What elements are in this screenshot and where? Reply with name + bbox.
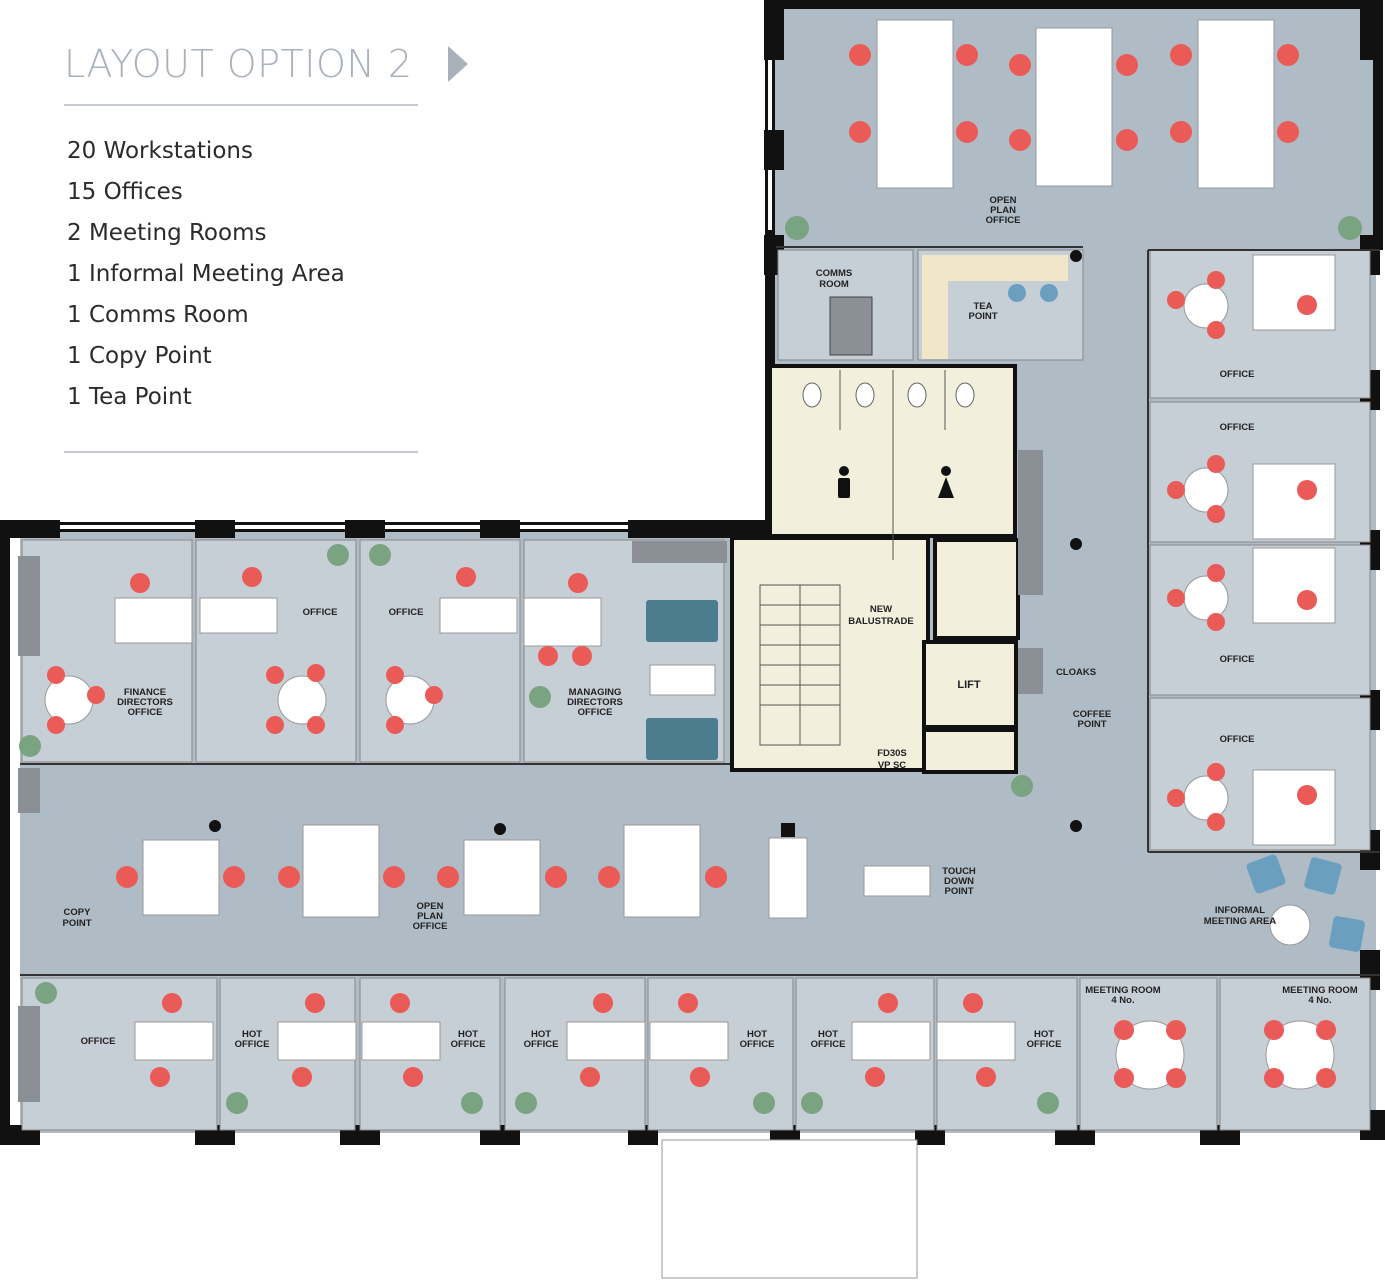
toilets [802, 382, 975, 408]
hot-office-label-2: OFFICE [1027, 1039, 1062, 1050]
feature-item: 15 Offices [67, 179, 183, 205]
hot-office-label-2: OFFICE [740, 1039, 775, 1050]
female-icon [941, 466, 951, 476]
open-plan-mid-label-3: OFFICE [413, 921, 448, 932]
copy-point-label-2: POINT [62, 918, 91, 929]
feature-item: 1 Tea Point [67, 384, 192, 410]
informal-label-2: MEETING AREA [1204, 916, 1277, 927]
desks [114, 19, 1336, 1061]
fd30s-label-2: VP SC [878, 760, 906, 771]
core-details [759, 370, 946, 746]
coffee-point-label-1: COFFEE [1073, 709, 1112, 720]
hot-office-label-1: HOT [1034, 1029, 1054, 1040]
open-plan-top-label-2: PLAN [990, 205, 1016, 216]
round-tables [44, 283, 1335, 1090]
layout-title: LAYOUT OPTION 2 [64, 42, 413, 86]
male-icon [839, 466, 849, 476]
hot-office-label-2: OFFICE [235, 1039, 270, 1050]
fd30s-label-1: FD30S [877, 748, 907, 759]
play-arrow-icon [448, 46, 468, 82]
meeting-room-label-2: 4 No. [1111, 995, 1134, 1006]
comms-room-label-1: COMMS [816, 268, 852, 279]
cloaks-label: CLOAKS [1056, 667, 1096, 678]
title-rule [64, 104, 418, 106]
office-label: OFFICE [1220, 734, 1255, 745]
hot-office-label-2: OFFICE [811, 1039, 846, 1050]
feature-item: 1 Copy Point [67, 343, 212, 369]
tea-point-label-2: POINT [968, 311, 997, 322]
open-plan-top-label-1: OPEN [990, 195, 1017, 206]
informal-label-1: INFORMAL [1215, 905, 1265, 916]
columns [209, 250, 1082, 837]
copy-point-label-1: COPY [64, 907, 92, 918]
managing-label-1: MANAGING [569, 687, 622, 698]
legend-panel: LAYOUT OPTION 2 20 Workstations 15 Offic… [0, 0, 480, 470]
finance-label-1: FINANCE [124, 687, 166, 698]
touch-down-label-2: DOWN [944, 876, 974, 887]
coffee-point-label-2: POINT [1077, 719, 1106, 730]
feature-item: 20 Workstations [67, 138, 253, 164]
hot-office-label-2: OFFICE [451, 1039, 486, 1050]
office-label: OFFICE [1220, 654, 1255, 665]
office-label: OFFICE [1220, 369, 1255, 380]
comms-room-label-2: ROOM [819, 279, 849, 290]
entrance-outline [661, 1139, 918, 1279]
finance-label-2: DIRECTORS [117, 697, 173, 708]
comms-rack [829, 296, 873, 356]
labels: OPEN PLAN OFFICE COMMS ROOM TEA POINT OF… [62, 195, 1357, 1050]
sofas [646, 600, 718, 760]
balustrade-label-1: NEW [870, 604, 892, 615]
hot-office-label-1: HOT [242, 1029, 262, 1040]
feature-item: 1 Comms Room [67, 302, 249, 328]
toilet-signs [838, 466, 954, 498]
touch-down-label-1: TOUCH [942, 866, 976, 877]
tea-counter [922, 255, 1068, 281]
tea-point-label-1: TEA [974, 301, 993, 312]
balustrade-label-2: BALUSTRADE [848, 616, 913, 627]
tea-side [922, 281, 948, 359]
office-label: OFFICE [81, 1036, 116, 1047]
feature-list: 20 Workstations 15 Offices 2 Meeting Roo… [67, 136, 345, 423]
core [730, 364, 1020, 774]
hot-office-label-1: HOT [747, 1029, 767, 1040]
lift-label: LIFT [957, 679, 980, 691]
office-label: OFFICE [1220, 422, 1255, 433]
grey-units [18, 450, 1043, 1102]
hot-office-label-1: HOT [458, 1029, 478, 1040]
meeting-room-label-2: 4 No. [1308, 995, 1331, 1006]
feature-item: 2 Meeting Rooms [67, 220, 267, 246]
meeting-room-label-1: MEETING ROOM [1282, 985, 1358, 996]
meeting-room-label-1: MEETING ROOM [1085, 985, 1161, 996]
hot-office-label-1: HOT [531, 1029, 551, 1040]
open-plan-mid-label-1: OPEN [417, 901, 444, 912]
open-plan-mid-label-2: PLAN [417, 911, 443, 922]
touch-down-label-3: POINT [944, 886, 973, 897]
feature-item: 1 Informal Meeting Area [67, 261, 345, 287]
managing-label-3: OFFICE [578, 707, 613, 718]
list-rule [64, 451, 418, 453]
partition-walls [20, 246, 1380, 976]
plants [19, 216, 1362, 1114]
finance-label-3: OFFICE [128, 707, 163, 718]
managing-label-2: DIRECTORS [567, 697, 623, 708]
office-label: OFFICE [303, 607, 338, 618]
open-plan-top-label-3: OFFICE [986, 215, 1021, 226]
informal-chairs [1008, 284, 1365, 952]
office-label: OFFICE [389, 607, 424, 618]
hot-office-label-2: OFFICE [524, 1039, 559, 1050]
chairs [47, 44, 1336, 1088]
hot-office-label-1: HOT [818, 1029, 838, 1040]
